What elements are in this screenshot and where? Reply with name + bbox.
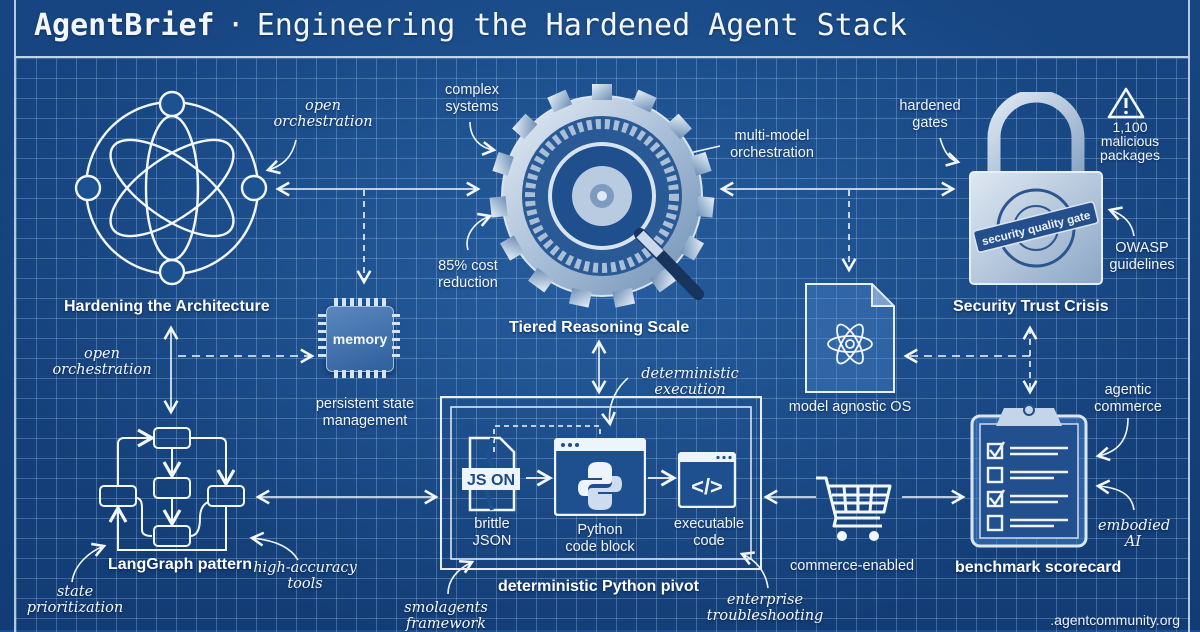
- heading-python-pivot: deterministic Python pivot: [498, 578, 699, 595]
- warning-icon: [1107, 87, 1145, 119]
- annotation-cost-reduction: 85% cost reduction: [438, 258, 498, 291]
- orbit-network-icon: [74, 90, 268, 286]
- title-text: Engineering the Hardened Agent Stack: [256, 8, 907, 43]
- commerce-caption: commerce-enabled: [790, 558, 915, 574]
- annotation-owasp: OWASP guidelines: [1109, 240, 1175, 273]
- annotation-open-orchestration-top: open orchestration: [273, 98, 373, 130]
- brand-name: AgentBrief: [34, 8, 215, 43]
- annotation-deterministic-execution: deterministic execution: [641, 366, 739, 398]
- annotation-malicious-packages: 1,100 malicious packages: [1100, 119, 1160, 163]
- atom-document-icon: [805, 283, 895, 393]
- annotation-hardened-gates: hardened gates: [899, 98, 961, 131]
- heading-langgraph: LangGraph pattern: [108, 556, 253, 573]
- title-separator: ·: [226, 8, 245, 43]
- memory-caption: persistent state management: [315, 396, 415, 429]
- step-python-code-block: Python code block: [565, 522, 635, 555]
- step-executable-code: executable code: [673, 516, 745, 549]
- clipboard-checklist-icon: [970, 404, 1088, 548]
- annotation-agentic-commerce: agentic commerce: [1094, 382, 1162, 415]
- footer-url: .agentcommunity.org: [1050, 612, 1180, 628]
- annotation-state-prioritization: state prioritization: [26, 584, 124, 616]
- model-os-caption: model agnostic OS: [788, 399, 912, 415]
- flowchart-icon: [99, 427, 245, 551]
- gear-magnifier-icon: [489, 84, 715, 308]
- python-window-icon: [554, 438, 646, 516]
- memory-chip-label: memory: [332, 331, 388, 347]
- step-brittle-json: brittle JSON: [472, 516, 512, 549]
- code-window-icon: </>: [678, 452, 736, 508]
- python-pivot-frame: [440, 396, 762, 570]
- heading-benchmark-scorecard: benchmark scorecard: [955, 559, 1122, 576]
- annotation-multi-model: multi-model orchestration: [730, 128, 814, 161]
- annotation-smolagents: smolagents framework: [404, 600, 488, 632]
- page-title: AgentBrief · Engineering the Hardened Agen…: [34, 6, 907, 46]
- svg-text:</>: </>: [691, 474, 723, 499]
- broken-json-file-icon: JS ON: [462, 436, 520, 512]
- annotation-open-orchestration-left: open orchestration: [52, 346, 152, 378]
- annotation-complex-systems: complex systems: [445, 82, 499, 115]
- heading-security-trust: Security Trust Crisis: [953, 298, 1109, 315]
- shopping-cart-icon: [816, 476, 892, 541]
- annotation-high-accuracy-tools: high-accuracy tools: [253, 560, 357, 592]
- chip-pins: [318, 298, 400, 378]
- heading-tiered-reasoning: Tiered Reasoning Scale: [509, 319, 690, 336]
- annotation-embodied-ai: embodied AI: [1098, 518, 1171, 550]
- annotation-enterprise-troubleshooting: enterprise troubleshooting: [706, 592, 824, 624]
- padlock-icon: security quality gate: [969, 92, 1103, 285]
- heading-hardening-architecture: Hardening the Architecture: [64, 298, 270, 315]
- svg-text:JS ON: JS ON: [467, 472, 515, 489]
- header-frame: [14, 0, 1190, 56]
